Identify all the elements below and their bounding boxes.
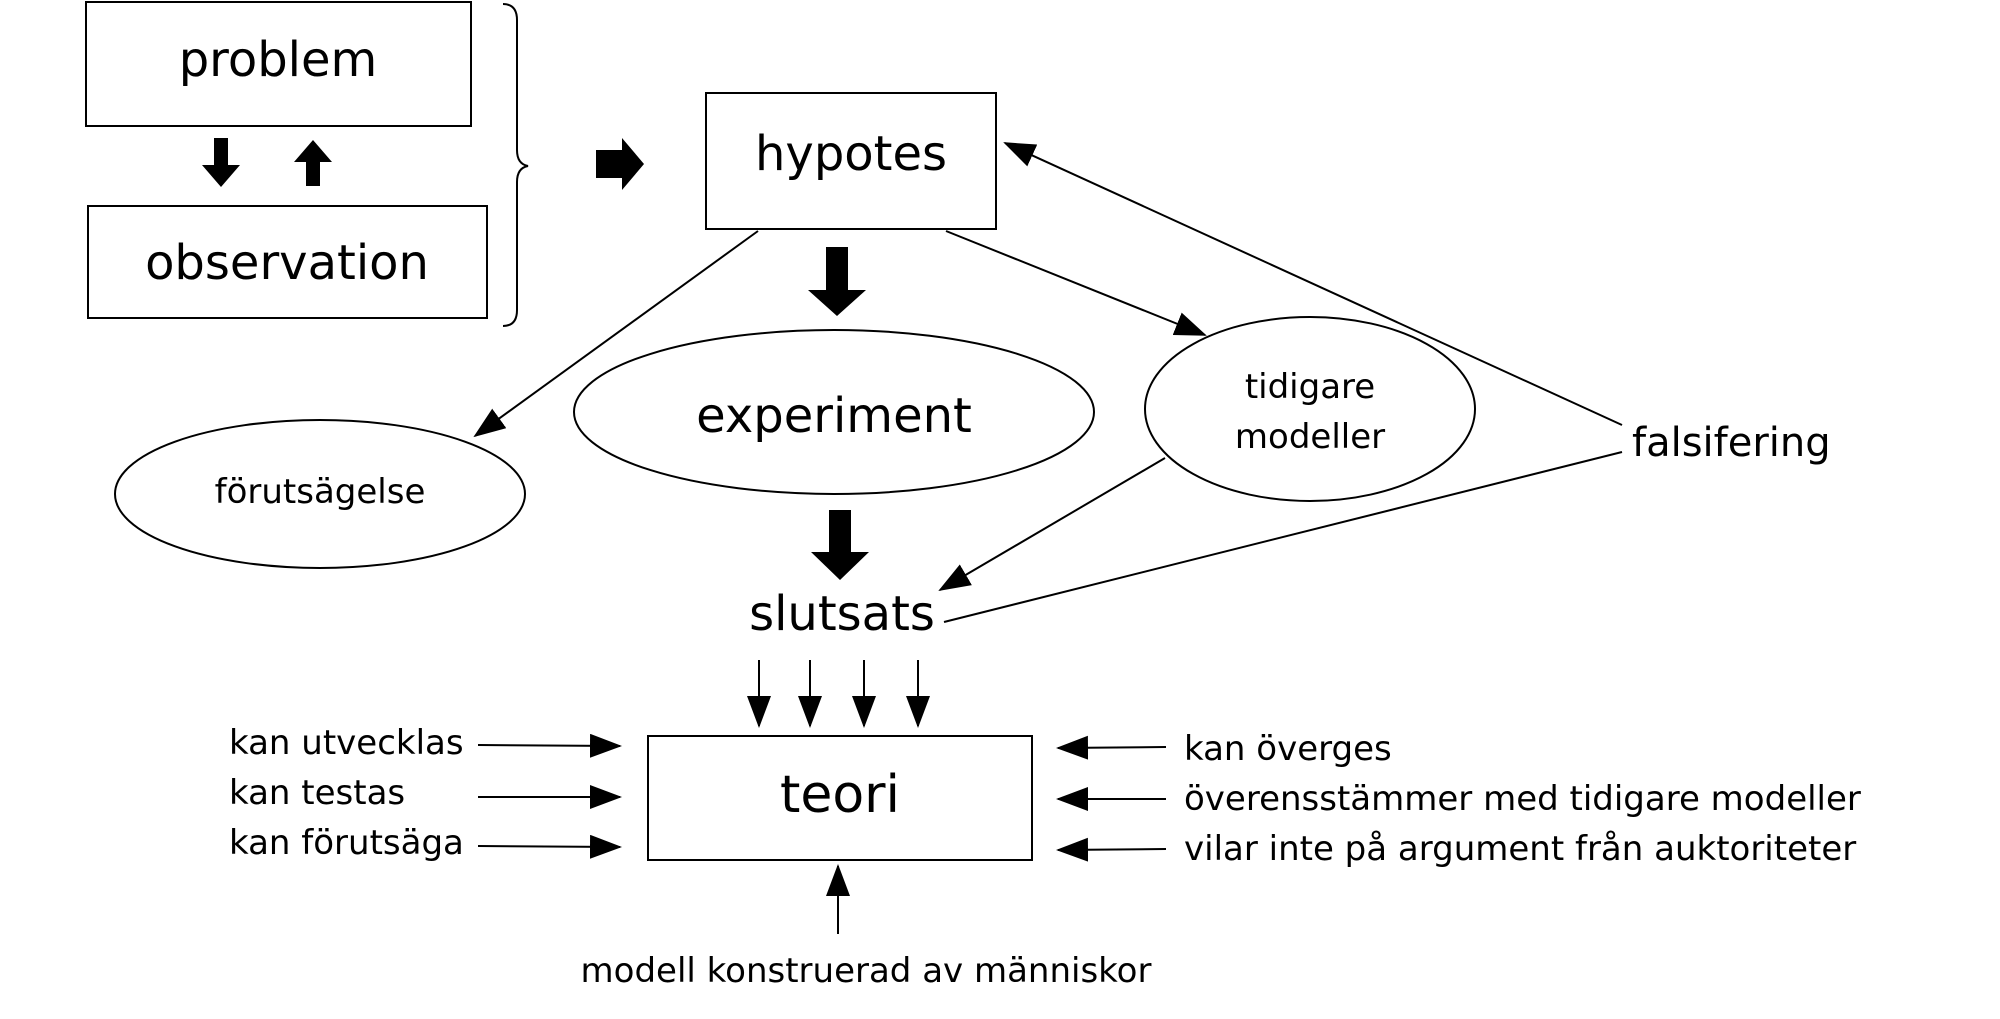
- property-label-left: kan förutsäga: [229, 823, 464, 863]
- experiment-ellipse: [573, 329, 1095, 495]
- hypotes-label: hypotes: [755, 126, 947, 182]
- hypotes-to-experiment-arrow: [808, 247, 866, 316]
- hypotes-to-tidigare-arrow: [945, 230, 1207, 336]
- teori-label: teori: [780, 765, 900, 825]
- property-label-right: vilar inte på argument från auktoriteter: [1184, 829, 1856, 869]
- slutsats-label: slutsats: [749, 586, 935, 642]
- experiment-to-slutsats-arrow: [811, 510, 869, 580]
- observation-box: [87, 205, 488, 319]
- hypotes-box: [705, 92, 997, 230]
- property-label-left: kan utvecklas: [229, 723, 464, 763]
- tidigare-modeller-ellipse: [1144, 316, 1476, 502]
- bottom-label: modell konstruerad av människor: [581, 951, 1152, 991]
- right-property-arrow: [1056, 735, 1167, 760]
- tidigare-label-line1: tidigare: [1245, 367, 1375, 407]
- forutsagelse-ellipse: [114, 419, 526, 569]
- teori-box: [647, 735, 1033, 861]
- falsifiering-to-hypotes-arrow: [1003, 142, 1623, 426]
- observation-label: observation: [145, 235, 429, 291]
- down-arrow-icon: [202, 138, 240, 187]
- falsifiering-label: falsifering: [1632, 420, 1831, 466]
- up-arrow-icon: [294, 140, 332, 186]
- property-label-left: kan testas: [229, 773, 405, 813]
- right-property-arrow: [1056, 837, 1167, 862]
- hypotes-to-forutsagelse-arrow: [473, 230, 759, 438]
- tidigare-label-line2: modeller: [1235, 417, 1385, 457]
- forutsagelse-label: förutsägelse: [215, 472, 426, 512]
- grouping-brace: [502, 3, 529, 327]
- right-arrow-icon: [596, 138, 644, 190]
- left-property-arrow: [477, 834, 622, 859]
- property-label-right: kan överges: [1184, 729, 1392, 769]
- slutsats-to-falsifiering-line: [943, 451, 1623, 623]
- problem-box: [85, 1, 472, 127]
- experiment-label: experiment: [696, 388, 972, 444]
- property-label-right: överensstämmer med tidigare modeller: [1184, 779, 1861, 819]
- tidigare-to-slutsats-arrow: [938, 457, 1166, 592]
- problem-label: problem: [179, 32, 378, 88]
- left-property-arrow: [477, 733, 622, 758]
